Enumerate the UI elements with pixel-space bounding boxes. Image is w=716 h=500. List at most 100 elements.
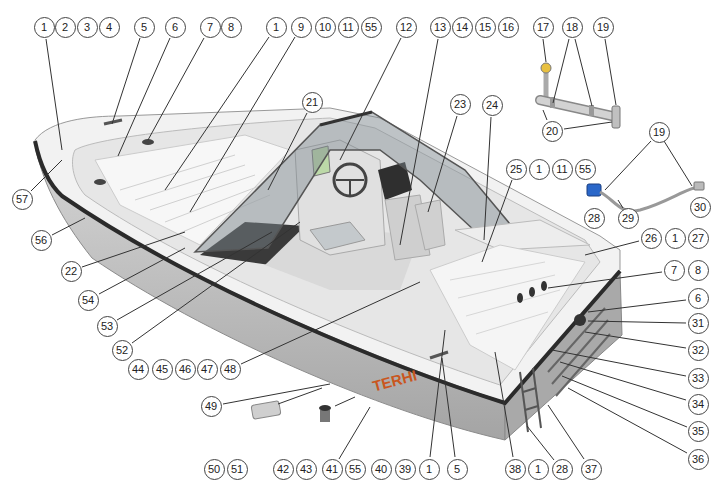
ladder-rung — [523, 388, 536, 392]
callout-text: 57 — [16, 194, 28, 205]
callout-number: 56 — [31, 230, 52, 251]
callout-text: 7 — [671, 265, 677, 276]
ladder-rail — [533, 368, 541, 428]
leader-line — [241, 282, 420, 364]
callout-text: 7 — [207, 22, 213, 33]
leader-line — [482, 180, 512, 262]
non-skid-line — [450, 262, 545, 280]
callout-number: 32 — [688, 340, 709, 361]
callout-text: 33 — [692, 373, 704, 384]
windshield-frame — [320, 112, 372, 125]
callout-number: 6 — [165, 17, 186, 38]
callout-number: 1 — [34, 17, 55, 38]
leader-line — [223, 384, 330, 404]
leader-line — [605, 141, 651, 190]
callout-number: 15 — [475, 17, 496, 38]
callout-number: 7 — [200, 17, 221, 38]
leader-line — [552, 350, 686, 376]
callout-text: 9 — [298, 22, 304, 33]
callout-text: 1 — [41, 22, 47, 33]
ladder-rail — [520, 372, 528, 432]
leader-lines — [31, 37, 692, 460]
callout-number: 54 — [78, 290, 99, 311]
callout-text: 28 — [588, 213, 600, 224]
callout-text: 10 — [319, 22, 331, 33]
ladder-rung — [525, 406, 538, 410]
leader-line — [268, 113, 307, 190]
callout-text: 32 — [692, 345, 704, 356]
leader-line — [618, 200, 623, 208]
leader-line — [605, 39, 616, 105]
leader-line — [117, 232, 272, 320]
callout-number: 4 — [99, 17, 120, 38]
callout-number: 29 — [618, 208, 639, 229]
callout-text: 3 — [84, 22, 90, 33]
leader-line — [548, 272, 662, 288]
callout-text: 11 — [556, 164, 567, 175]
callout-number: 49 — [201, 396, 222, 417]
callout-number: 1 — [665, 228, 686, 249]
callout-text: 8 — [228, 22, 234, 33]
aft-bench — [455, 220, 590, 250]
callout-number: 28 — [584, 208, 605, 229]
cleat — [430, 352, 448, 358]
wheel-spoke — [349, 180, 351, 195]
callout-number: 46 — [175, 359, 196, 380]
leader-line — [52, 218, 85, 235]
callout-text: 45 — [156, 364, 168, 375]
callout-text: 1 — [672, 233, 678, 244]
side-seat — [415, 200, 445, 250]
callout-text: 1 — [426, 464, 432, 475]
deck-fitting — [517, 293, 523, 303]
callout-text: 5 — [141, 22, 147, 33]
callout-number: 30 — [690, 197, 711, 218]
leader-line — [575, 39, 592, 106]
callout-text: 13 — [434, 22, 446, 33]
callout-number: 1 — [419, 459, 440, 480]
callout-text: 54 — [82, 295, 94, 306]
callout-number: 39 — [395, 459, 416, 480]
non-skid-line — [135, 165, 245, 200]
leader-line — [548, 405, 584, 459]
callout-number: 16 — [498, 17, 519, 38]
callout-number: 5 — [447, 459, 468, 480]
callout-number: 38 — [505, 459, 526, 480]
callout-text: 16 — [502, 22, 514, 33]
tube-band — [589, 105, 594, 116]
callout-number: 6 — [688, 288, 709, 309]
callout-number: 11 — [338, 17, 359, 38]
callout-text: 53 — [101, 321, 113, 332]
leader-line — [484, 117, 491, 240]
leader-line — [190, 37, 295, 212]
leader-line — [400, 39, 438, 245]
callout-number: 8 — [688, 260, 709, 281]
callout-text: 38 — [509, 464, 521, 475]
callout-number: 2 — [55, 17, 76, 38]
callout-text: 34 — [692, 399, 704, 410]
callout-text: 19 — [653, 127, 665, 138]
transom-rail — [548, 308, 605, 372]
callout-number: 1 — [266, 17, 287, 38]
callout-number: 55 — [361, 17, 382, 38]
callout-number: 34 — [688, 394, 709, 415]
callout-text: 6 — [695, 293, 701, 304]
callout-number: 1 — [528, 459, 549, 480]
steering-wheel — [334, 164, 366, 196]
callout-text: 27 — [692, 233, 704, 244]
non-skid-line — [458, 275, 555, 298]
callout-text: 28 — [556, 464, 568, 475]
leader-line — [664, 141, 692, 186]
callout-text: 51 — [231, 464, 243, 475]
callout-number: 33 — [688, 368, 709, 389]
callout-text: 14 — [456, 22, 468, 33]
callout-text: 48 — [224, 364, 236, 375]
drain-plug-cap — [319, 405, 331, 411]
callout-number: 1 — [529, 159, 550, 180]
leader-line — [132, 222, 300, 343]
callout-number: 8 — [221, 17, 242, 38]
callout-number: 55 — [575, 159, 596, 180]
loose-parts — [251, 63, 704, 422]
callout-text: 44 — [132, 364, 144, 375]
cockpit-well — [72, 118, 600, 385]
callout-number: 48 — [220, 359, 241, 380]
